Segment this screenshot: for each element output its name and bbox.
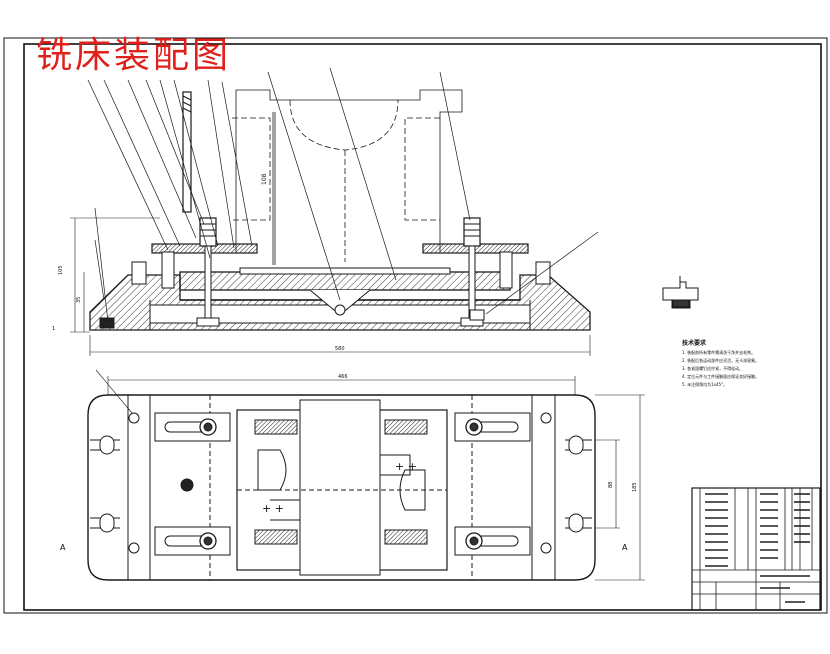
- inner-frame: [23, 43, 822, 611]
- top-plate: [179, 271, 511, 291]
- svg-text:A: A: [60, 543, 66, 552]
- title-block: [691, 487, 821, 611]
- svg-text:466: 466: [338, 374, 348, 380]
- svg-text:1: 1: [52, 326, 55, 332]
- tech-note-item: 5. 未注倒角均为1x45°。: [682, 382, 728, 387]
- bolt-left: [196, 217, 220, 327]
- svg-text:35: 35: [76, 297, 82, 303]
- drawing-title: 铣床装配图: [36, 35, 232, 76]
- svg-text:A: A: [622, 543, 628, 552]
- parts-list-rows: [705, 493, 810, 603]
- leader-lines-front: [87, 67, 599, 323]
- plan-view: + + + +: [87, 394, 596, 581]
- tech-note-item: 4. 定位元件与工件接触面应保证良好接触。: [682, 374, 760, 379]
- svg-text:108: 108: [261, 173, 268, 185]
- front-section-view: 108: [89, 89, 591, 331]
- svg-text:+ +: + +: [262, 502, 284, 515]
- clamp-detail-icon: [662, 276, 699, 309]
- dimensions-plan: 466 185 88 A A: [60, 369, 645, 581]
- svg-text:185: 185: [632, 482, 638, 492]
- svg-text:580: 580: [335, 346, 345, 352]
- dimensions-front: 580 105 35 1: [52, 217, 591, 356]
- svg-text:88: 88: [608, 482, 614, 488]
- bolt-right: [460, 217, 484, 327]
- technical-requirements: 技术要求 1. 装配前所有零件需清洗干净并去毛刺。 2. 装配后各运动部件应灵活…: [682, 338, 792, 389]
- tech-note-item: 2. 装配后各运动部件应灵活，无卡滞现象。: [682, 358, 760, 363]
- svg-text:105: 105: [58, 265, 64, 275]
- tech-note-item: 1. 装配前所有零件需清洗干净并去毛刺。: [682, 350, 756, 355]
- outer-border: [3, 37, 828, 614]
- tech-note-item: 3. 各紧固螺钉应拧紧，不得松动。: [682, 366, 744, 371]
- tech-notes-heading: 技术要求: [682, 340, 707, 347]
- plan-base-outline: [87, 394, 596, 581]
- svg-text:+ +: + +: [395, 460, 417, 473]
- machine-head-phantom: [232, 89, 463, 265]
